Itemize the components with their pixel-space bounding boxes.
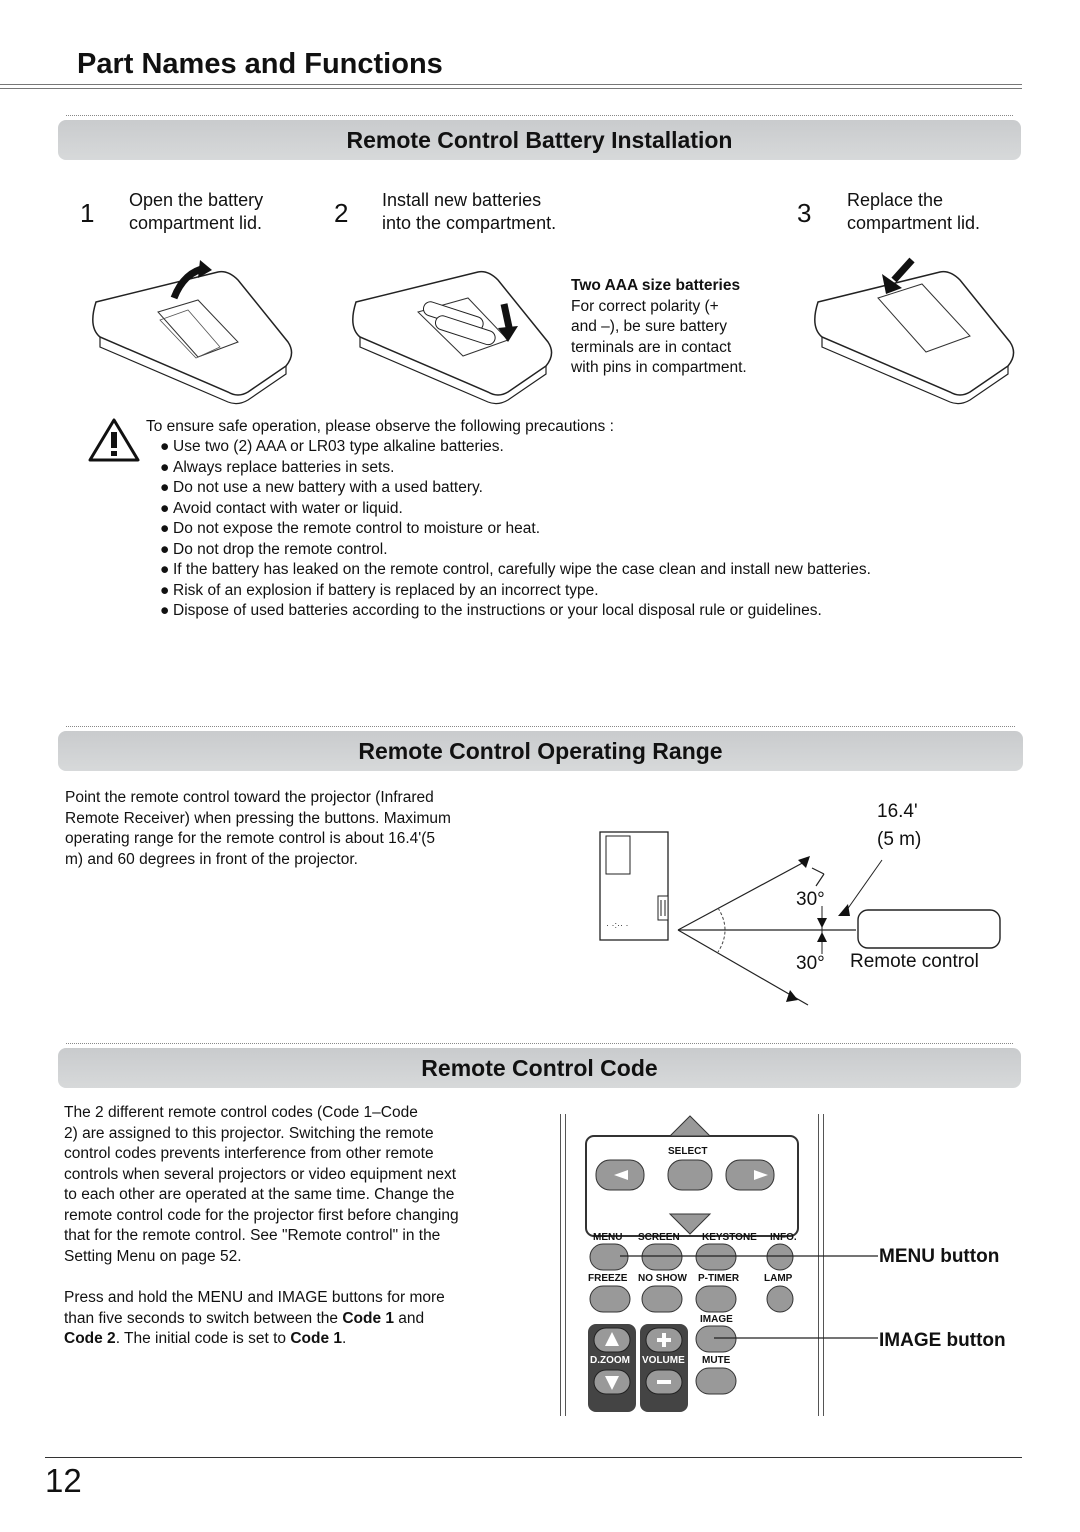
- section-bar-range: Remote Control Operating Range: [58, 726, 1023, 771]
- code-text-line: remote control code for the projector fi…: [64, 1206, 459, 1224]
- remote-install-batteries-illustration: [352, 270, 553, 405]
- step-text-line: Install new batteries: [382, 190, 542, 210]
- key-label: KEYSTONE: [702, 1232, 757, 1243]
- step-text: Install new batteries into the compartme…: [382, 189, 556, 235]
- operating-range-diagram: · ·:·· ·: [599, 831, 1001, 1006]
- code-text-line: Setting Menu on page 52.: [64, 1247, 242, 1265]
- precaution-item: ●Do not expose the remote control to moi…: [160, 520, 541, 537]
- battery-note: Two AAA size batteries For correct polar…: [571, 276, 747, 379]
- precaution-item: ●If the battery has leaked on the remote…: [160, 561, 871, 578]
- key-label: P-TIMER: [698, 1273, 740, 1284]
- precaution-item: ●Do not drop the remote control.: [160, 540, 388, 558]
- step-text-line: Replace the: [847, 190, 944, 210]
- key-label: FREEZE: [588, 1273, 628, 1284]
- remote-replace-lid-illustration: [814, 257, 1015, 405]
- code-text-line: Press and hold the MENU and IMAGE button…: [64, 1289, 445, 1306]
- key-label: LAMP: [764, 1273, 793, 1284]
- step-text: Open the battery compartment lid.: [129, 189, 263, 235]
- step-number: 2: [334, 198, 349, 228]
- image-button-label: IMAGE button: [879, 1330, 1006, 1351]
- menu-button-label: MENU button: [879, 1246, 1000, 1267]
- code-text-line: control codes prevents interference from…: [64, 1145, 434, 1162]
- precaution-item: ●Do not use a new battery with a used ba…: [160, 479, 483, 496]
- section-title-range: Remote Control Operating Range: [358, 737, 723, 764]
- range-text-line: Remote Receiver) when pressing the butto…: [65, 809, 451, 827]
- key-label: INFO.: [770, 1232, 797, 1243]
- section-title-battery: Remote Control Battery Installation: [346, 126, 733, 153]
- code-text-line: The 2 different remote control codes (Co…: [64, 1104, 418, 1121]
- remote-keypad-graphic: [585, 1115, 799, 1412]
- key-label: VOLUME: [642, 1355, 685, 1366]
- code-text-line: Code 2. The initial code is set to Code …: [64, 1330, 347, 1347]
- distance-meters: (5 m): [877, 829, 922, 850]
- battery-note-line: terminals are in contact: [571, 338, 732, 356]
- footer-rule: [45, 1457, 1022, 1458]
- code-text-line: controls when several projectors or vide…: [64, 1165, 457, 1183]
- step-number: 3: [797, 198, 812, 228]
- key-label: MUTE: [702, 1355, 731, 1366]
- precaution-item: ●Always replace batteries in sets.: [160, 458, 395, 476]
- angle-top: 30°: [796, 889, 825, 910]
- step-text-line: into the compartment.: [382, 213, 557, 233]
- battery-note-line: with pins in compartment.: [571, 359, 747, 376]
- svg-text:· ·:·· ·: · ·:·· ·: [606, 920, 629, 930]
- step-text-line: compartment lid.: [129, 213, 263, 233]
- key-label: NO SHOW: [638, 1273, 687, 1284]
- precaution-item: ●Risk of an explosion if battery is repl…: [160, 581, 599, 599]
- select-label: SELECT: [668, 1146, 708, 1157]
- step-text: Replace the compartment lid.: [847, 189, 980, 235]
- precautions-list: ●Use two (2) AAA or LR03 type alkaline b…: [160, 437, 871, 622]
- remote-open-lid-illustration: [92, 260, 293, 405]
- code-text-line: than five seconds to switch between the …: [64, 1309, 425, 1327]
- code-text-line: 2) are assigned to this projector. Switc…: [64, 1124, 434, 1142]
- code-description: The 2 different remote control codes (Co…: [64, 1103, 534, 1267]
- page-number: 12: [45, 1462, 82, 1499]
- page-title: Part Names and Functions: [77, 48, 443, 80]
- warning-intro: To ensure safe operation, please observe…: [146, 418, 614, 435]
- callout-lines: [620, 1255, 878, 1339]
- precaution-item: ●Avoid contact with water or liquid.: [160, 499, 403, 517]
- key-label: MENU: [593, 1232, 623, 1243]
- remote-keypad-illustration: SELECT MENU SCREEN KEYSTONE INFO. FREEZE…: [560, 1114, 825, 1416]
- distance-feet: 16.4': [877, 801, 918, 822]
- key-label: D.ZOOM: [590, 1355, 630, 1366]
- warning-icon: [88, 418, 140, 462]
- code-instructions: Press and hold the MENU and IMAGE button…: [64, 1288, 534, 1350]
- section-bar-battery: Remote Control Battery Installation: [58, 115, 1021, 160]
- range-text-line: Point the remote control toward the proj…: [65, 789, 434, 806]
- angle-bottom: 30°: [796, 953, 825, 974]
- key-label: SCREEN: [638, 1232, 680, 1243]
- code-text-line: that for the remote control. See "Remote…: [64, 1227, 441, 1244]
- step-number: 1: [80, 198, 95, 228]
- title-rule: [0, 84, 1022, 89]
- key-label: IMAGE: [700, 1314, 733, 1325]
- range-text-line: m) and 60 degrees in front of the projec…: [65, 850, 358, 868]
- range-description: Point the remote control toward the proj…: [65, 788, 535, 870]
- remote-control-label: Remote control: [850, 951, 979, 972]
- battery-note-line: For correct polarity (+: [571, 297, 719, 315]
- battery-note-title: Two AAA size batteries: [571, 277, 741, 294]
- precaution-item: ●Dispose of used batteries according to …: [160, 602, 822, 619]
- precaution-item: ●Use two (2) AAA or LR03 type alkaline b…: [160, 438, 504, 455]
- code-text-line: to each other are operated at the same t…: [64, 1186, 455, 1203]
- step-text-line: compartment lid.: [847, 213, 981, 233]
- range-text-line: operating range for the remote control i…: [65, 830, 436, 847]
- step-text-line: Open the battery: [129, 190, 264, 210]
- section-bar-code: Remote Control Code: [58, 1043, 1021, 1088]
- battery-note-line: and –), be sure battery: [571, 318, 727, 335]
- section-title-code: Remote Control Code: [421, 1054, 658, 1081]
